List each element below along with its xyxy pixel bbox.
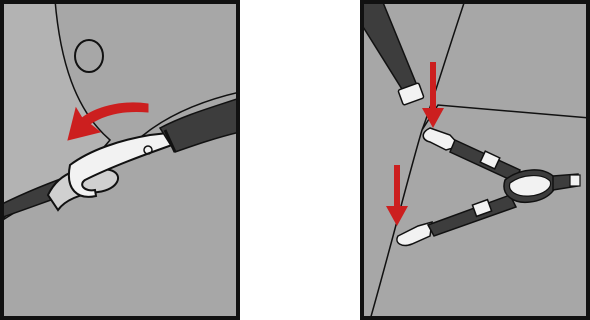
panel-left-illustration: [0, 0, 240, 320]
harness-buckle-lower: [471, 198, 493, 218]
rivet-circle: [74, 39, 104, 73]
panel-right-frame: [360, 0, 590, 320]
buckle: [397, 82, 425, 106]
hook-rivet: [143, 145, 153, 155]
harness-end-clip: [569, 174, 581, 187]
panel-left: [0, 0, 240, 320]
harness-buckle-upper: [479, 150, 501, 170]
panel-right-illustration: [360, 0, 590, 320]
snap-hook: [67, 131, 174, 198]
strap-end: [163, 129, 177, 153]
shoulder-pad-plate: [508, 175, 552, 197]
bag-edge-side: [421, 104, 590, 131]
panel-right: [360, 0, 590, 320]
arrow-upper: [422, 62, 444, 128]
attach-arrow: [67, 102, 149, 141]
arrow-lower: [386, 165, 408, 226]
panel-left-frame: [0, 0, 240, 320]
strap-band-upper: [158, 97, 240, 153]
bag-edge-upper: [421, 0, 466, 131]
